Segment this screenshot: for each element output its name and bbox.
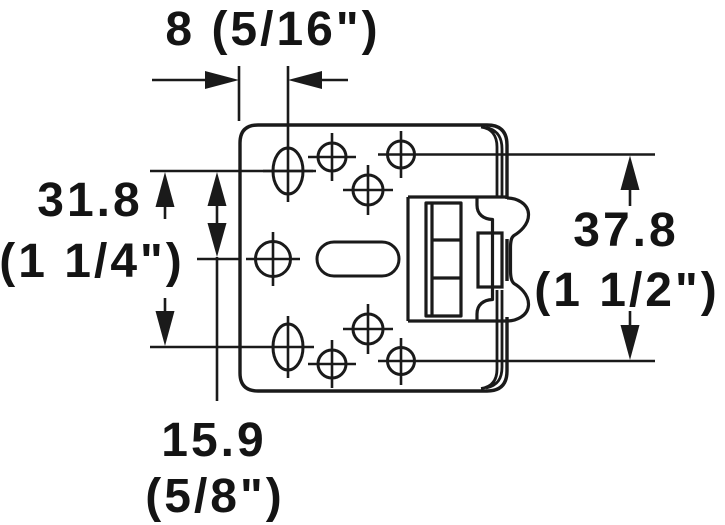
dimension-top-arrowhead-right	[288, 71, 322, 89]
dimension-left	[150, 169, 316, 401]
dimension-left-extension-lines	[150, 169, 316, 349]
clip-spring-profile	[506, 196, 531, 323]
plate-outline	[238, 123, 509, 393]
dimension-right-extension-lines	[378, 153, 655, 363]
latch-slider-plate	[476, 231, 504, 289]
dimension-top-extension-lines	[237, 66, 290, 202]
label-top-width: 8 (5/16")	[165, 3, 380, 56]
slot-hole	[315, 240, 401, 278]
plate-hem-lines	[480, 125, 504, 390]
screw-holes	[246, 131, 416, 388]
mounting-plate	[238, 123, 509, 393]
latch-assembly	[406, 195, 531, 323]
plate-holes	[246, 131, 416, 388]
label-left-metric: 31.8	[37, 174, 142, 227]
dimension-labels: 8 (5/16") 31.8 (1 1/4") 37.8 (1 1/2") 15…	[0, 3, 719, 523]
label-bottom-imperial: (5/8")	[145, 470, 284, 523]
label-bottom-metric: 15.9	[161, 414, 266, 467]
dimension-top	[152, 66, 348, 202]
label-left-imperial: (1 1/4")	[0, 235, 185, 288]
latch-notch-profile	[475, 197, 495, 321]
latch-spindle-housing	[424, 201, 463, 318]
latch-body-edges	[406, 195, 507, 323]
label-right-imperial: (1 1/2")	[534, 264, 719, 317]
label-right-metric: 37.8	[573, 204, 678, 257]
dimension-right	[378, 153, 655, 363]
dimension-top-arrowhead-left	[205, 71, 239, 89]
